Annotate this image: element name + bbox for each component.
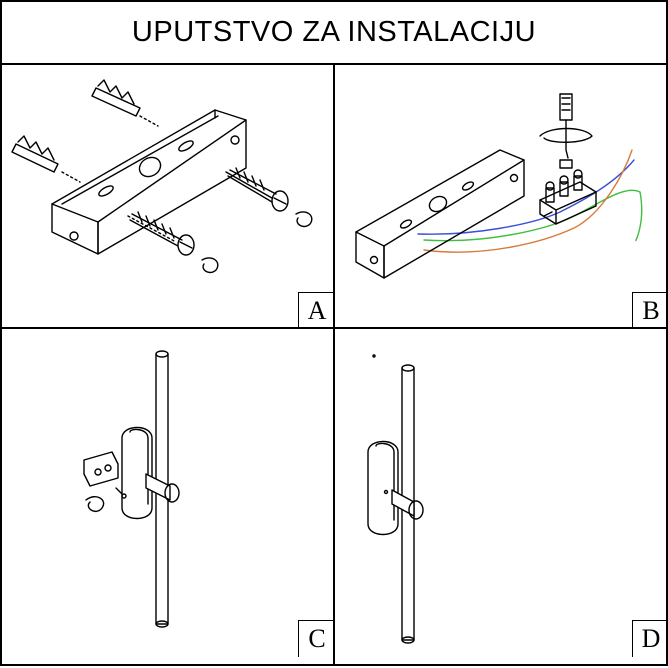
panel-c: C <box>0 328 335 662</box>
panel-label-d: D <box>632 620 668 657</box>
wiring-illustration <box>355 93 643 279</box>
lamp-installed-illustration <box>367 354 424 644</box>
lamp-attach-illustration <box>83 350 180 628</box>
panel-d: D <box>334 328 668 662</box>
panel-b: B <box>334 64 668 329</box>
panel-label-a: A <box>298 292 335 329</box>
panel-label-b: B <box>632 292 668 329</box>
bracket-mounting-illustration <box>11 79 313 274</box>
panel-a: A <box>0 64 335 329</box>
sheet-title: UPUTSTVO ZA INSTALACIJU <box>131 15 537 48</box>
panel-label-c: C <box>298 620 335 657</box>
